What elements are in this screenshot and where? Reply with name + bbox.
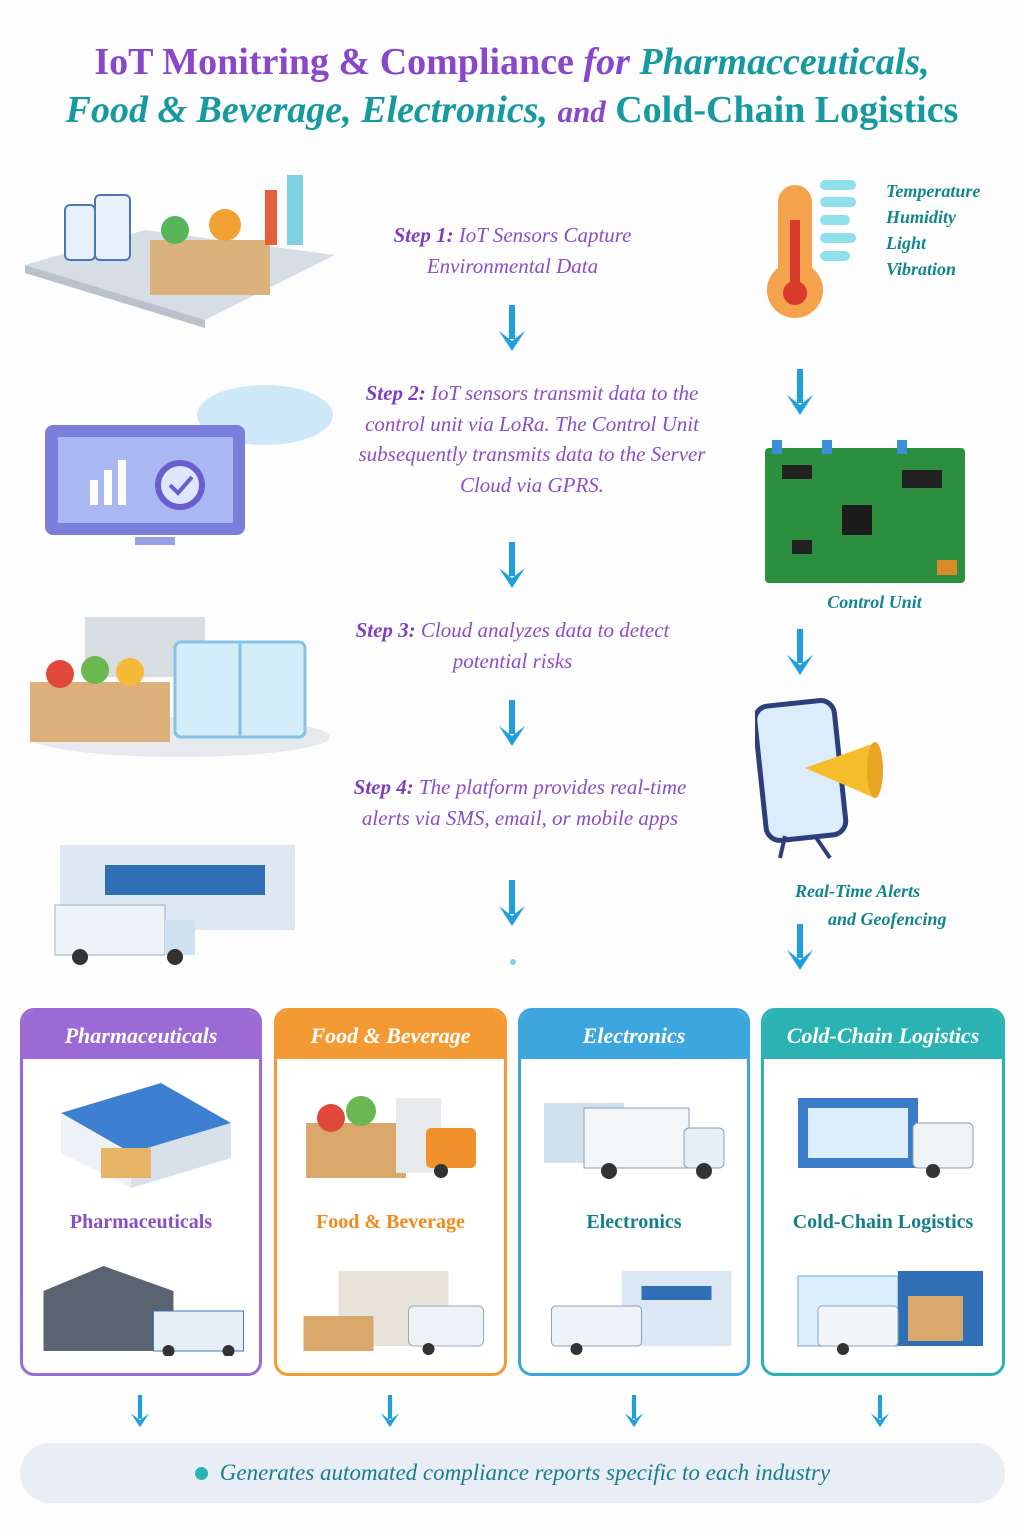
step-label: Step 1: — [393, 223, 454, 247]
sensor-list: Temperature Humidity Light Vibration — [886, 178, 980, 282]
sensor-temperature: Temperature — [886, 181, 981, 201]
analytics-monitor-illustration — [45, 385, 333, 545]
card-header: Pharmaceuticals — [23, 1011, 259, 1059]
building-truck-illustration — [551, 1271, 732, 1355]
food-storage-illustration — [30, 617, 330, 757]
down-arrow-icon — [785, 365, 815, 423]
card-header: Electronics — [521, 1011, 747, 1059]
step-text: Cloud analyzes data to detect potential … — [420, 618, 670, 673]
cold-storage-truck-illustration — [798, 1098, 974, 1178]
alerts-line-2: and Geofencing — [828, 909, 947, 929]
down-arrow-icon — [497, 305, 527, 355]
down-arrow-icon — [497, 700, 527, 750]
bullet-icon — [194, 1467, 208, 1480]
store-truck-illustration — [303, 1271, 484, 1355]
down-arrow-icon — [785, 924, 815, 974]
down-arrow-icon — [619, 1395, 649, 1430]
footer-text: Generates automated compliance reports s… — [219, 1460, 831, 1485]
produce-truck-illustration — [305, 1096, 476, 1178]
alerts-line-1: Real-Time Alerts — [795, 881, 921, 901]
title-line-2: Food & Beverage, Electronics, and Cold-C… — [0, 86, 1024, 136]
warehouse-illustration — [61, 1083, 231, 1188]
title-text: for — [583, 41, 630, 83]
card-label: Food & Beverage — [316, 1211, 465, 1233]
control-unit-label: Control Unit — [827, 592, 922, 612]
warehouse-truck-illustration — [54, 845, 295, 965]
sensor-humidity: Humidity — [886, 207, 957, 227]
step-4: Step 4: The platform provides real-time … — [350, 772, 690, 833]
step-text: The platform provides real-time alerts v… — [361, 775, 687, 830]
step-2: Step 2: IoT sensors transmit data to the… — [352, 378, 712, 500]
step-1: Step 1: IoT Sensors Capture Environmenta… — [345, 220, 680, 281]
card-header: Cold-Chain Logistics — [764, 1011, 1002, 1059]
factory-truck-illustration — [544, 1103, 725, 1179]
step-label: Step 3: — [355, 618, 416, 642]
card-header: Food & Beverage — [277, 1011, 504, 1059]
sensor-vibration: Vibration — [886, 259, 957, 279]
title-text: IoT Monitring & Compliance — [94, 41, 574, 83]
step-label: Step 2: — [365, 381, 426, 405]
compliance-report-banner: Generates automated compliance reports s… — [20, 1443, 1005, 1503]
down-arrow-icon — [375, 1395, 405, 1430]
card-label: Pharmaceuticals — [69, 1211, 213, 1233]
alerts-label: Real-Time Alerts and Geofencing — [795, 877, 947, 933]
industry-card-cold-chain[interactable]: Cold-Chain Logistics Cold-Chain Logistic… — [761, 1008, 1005, 1376]
down-arrow-icon — [785, 625, 815, 683]
step-3: Step 3: Cloud analyzes data to detect po… — [345, 615, 680, 676]
down-arrow-icon — [497, 880, 527, 930]
circuit-board-icon — [765, 440, 965, 583]
card-label: Electronics — [586, 1211, 682, 1233]
step-text: IoT Sensors Capture Environmental Data — [426, 223, 632, 278]
step-text: IoT sensors transmit data to the control… — [358, 381, 706, 497]
title-text: Pharmacceuticals, — [639, 41, 930, 83]
down-arrow-icon — [125, 1395, 155, 1430]
thermometer-icon — [767, 180, 856, 318]
title-text: and — [557, 94, 606, 129]
title-text: Food & Beverage, Electronics, — [65, 89, 548, 131]
down-arrow-icon — [865, 1395, 895, 1430]
card-label: Cold-Chain Logistics — [792, 1211, 974, 1233]
industry-card-pharmaceuticals[interactable]: Pharmaceuticals Pharmaceuticals — [20, 1008, 262, 1376]
down-arrow-icon — [497, 542, 527, 592]
depot-truck-illustration — [797, 1271, 983, 1355]
industry-card-electronics[interactable]: Electronics Electronics — [518, 1008, 750, 1376]
facility-truck-illustration — [43, 1266, 244, 1356]
industry-card-food-beverage[interactable]: Food & Beverage Food & Beverage — [274, 1008, 507, 1376]
step-label: Step 4: — [353, 775, 414, 799]
title-line-1: IoT Monitring & Compliance for Pharmacce… — [0, 38, 1024, 86]
dot — [510, 959, 516, 965]
title-text: Cold-Chain Logistics — [615, 89, 959, 131]
phone-megaphone-icon — [755, 698, 883, 860]
products-illustration — [25, 175, 335, 328]
sensor-light: Light — [886, 233, 927, 253]
